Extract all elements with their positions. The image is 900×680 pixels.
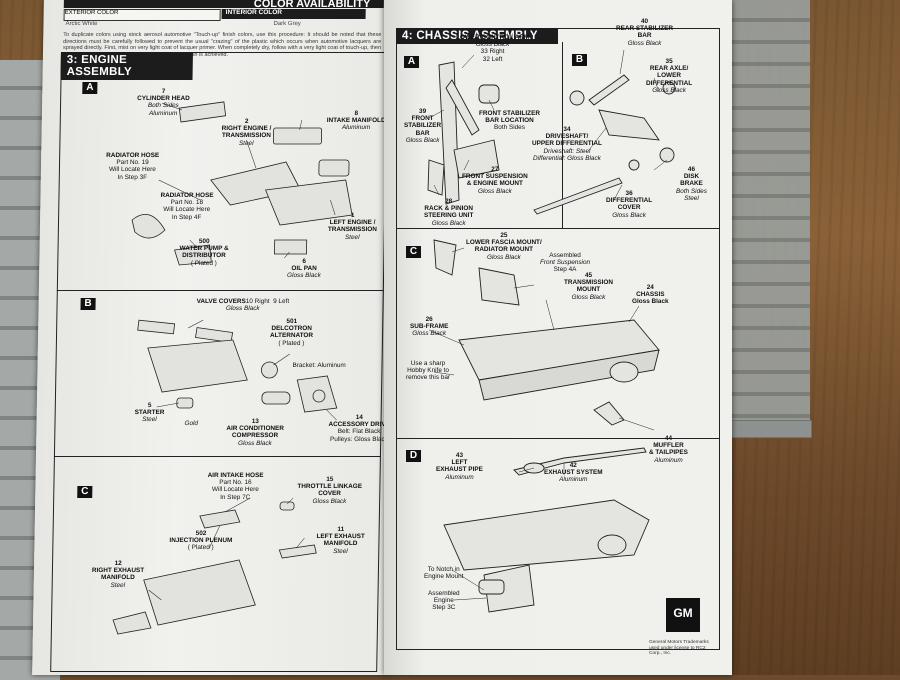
chassis-step-d: D [406,450,421,462]
chassis-assembly-title: 4: CHASSIS ASSEMBLY [396,28,558,44]
chassis-step-c: C [406,246,421,258]
instruction-sheet-left-page: COLOR AVAILABILITY EXTERIOR COLOR INTERI… [32,0,399,675]
chassis-divider-ab-c [396,228,720,229]
gm-logo: GM [666,598,700,632]
label-bracket: Bracket: Aluminum [292,362,346,369]
gm-trademark-text: General Motors Trademarks used under lic… [649,640,709,656]
chassis-step-a: A [404,56,419,68]
chassis-divider-c-d [396,438,720,439]
chassis-divider-a-b [562,42,563,228]
chassis-step-b: B [572,54,587,66]
chassis-line-drawings [427,49,676,613]
instruction-sheet-right-page: 4: CHASSIS ASSEMBLY A B C D [384,0,732,675]
engine-line-drawings [112,101,353,635]
label-gold: Gold [184,420,199,427]
chassis-assembly-panel [396,28,720,650]
